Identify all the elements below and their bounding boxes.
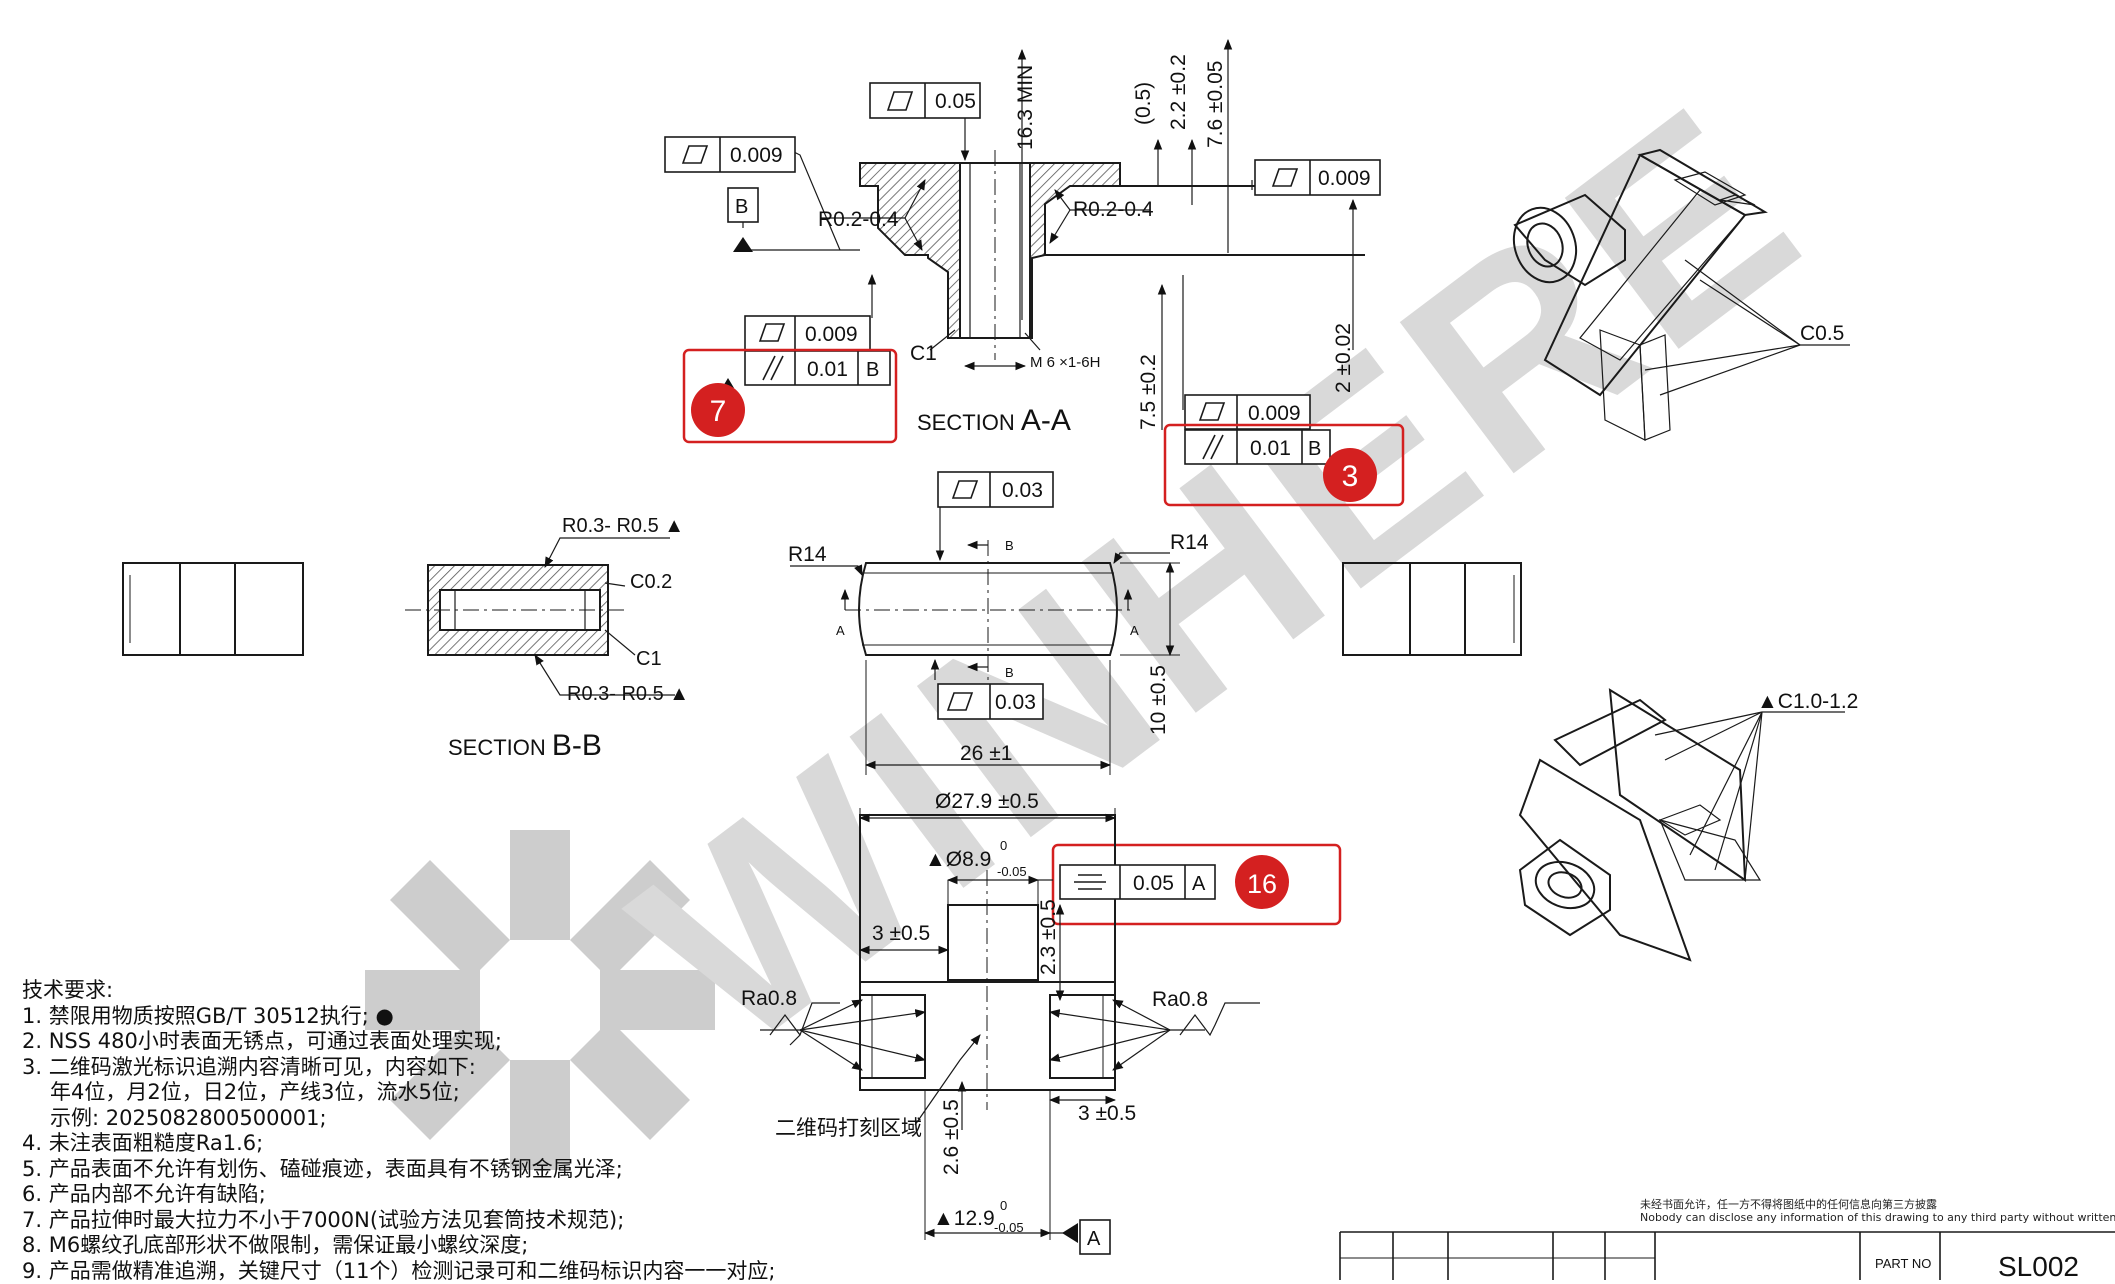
front-height-dim: 10 ±0.5 [1147,665,1170,735]
fcf-parallel-left-datum: B [866,359,879,381]
datum-b-label: B [735,196,748,218]
front-r14-right: R14 [1170,531,1209,554]
iso-view-bottom [1520,690,1845,960]
badge-16: 16 [1247,869,1277,899]
side-view-left [123,563,303,655]
dim-7-6: 7.6 ±0.05 [1204,61,1227,148]
section-aa-body-left [860,163,960,338]
note-line: 6. 产品内部不允许有缺陷; [22,1182,782,1208]
badge-3: 3 [1342,460,1359,493]
front-flat-top-value: 0.03 [1002,479,1043,502]
dim-dia-outer: Ø27.9 ±0.5 [935,790,1039,813]
section-bb-c1: C1 [636,648,662,670]
thread-label: M 6 ×1-6H [1030,354,1100,371]
front-flat-bottom-value: 0.03 [995,691,1036,714]
section-bb-c02: C0.2 [630,571,672,593]
watermark-text: WINHERE [586,47,1853,1107]
part-no-value: SL002 [1998,1251,2079,1280]
technical-requirements: 技术要求: 1. 禁限用物质按照GB/T 30512执行; ● 2. NSS 4… [22,978,782,1284]
ra-right-label: Ra0.8 [1152,988,1208,1011]
fcf-flatness-top-value: 0.05 [935,90,976,113]
note-line: 7. 产品拉伸时最大拉力不小于7000N(试验方法见套筒技术规范); [22,1208,782,1234]
radius-left-label: R0.2-0.4 [818,208,899,231]
fcf-flatness-right-value: 0.009 [1318,167,1371,190]
note-line: 示例: 2025082800500001; [22,1106,782,1132]
confidentiality-disclaimer: 未经书面允许，任一方不得将图纸中的任何信息向第三方披露 Nobody can d… [1640,1198,2110,1224]
note-line: 8. M6螺纹孔底部形状不做限制，需保证最小螺纹深度; [22,1233,782,1259]
disclaimer-cn: 未经书面允许，任一方不得将图纸中的任何信息向第三方披露 [1640,1198,2110,1211]
dim-dia-small: ▲Ø8.9 [925,848,991,871]
datum-a-label: A [1087,1228,1101,1250]
front-cut-a-left: A [836,623,845,638]
fcf-flatness-left-value: 0.009 [730,144,783,167]
section-bb-r-bottom: R0.3- R0.5 ▲ [567,683,689,705]
front-cut-a-right: A [1130,623,1139,638]
dim-2: 2 ±0.02 [1332,323,1355,393]
front-r14-left: R14 [788,543,827,566]
iso-c05-label: C0.5 [1800,322,1844,345]
front-width-dim: 26 ±1 [960,742,1012,765]
front-cut-b-top: B [1005,538,1014,553]
section-bb-r-top: R0.3- R0.5 ▲ [562,515,684,537]
fcf-parallel-right-value: 0.01 [1250,437,1291,460]
note-line: 4. 未注表面粗糙度Ra1.6; [22,1131,782,1157]
disclaimer-en: Nobody can disclose any information of t… [1640,1211,2110,1224]
section-bb-title: SECTION B-B [448,729,602,762]
fcf-flatness-bottom-right-value: 0.009 [1248,402,1301,425]
badge-7: 7 [710,395,727,428]
note-line: 5. 产品表面不允许有划伤、磕碰痕迹，表面具有不锈钢金属光泽; [22,1157,782,1183]
dim-dia-bottom-tol-upper: 0 [1000,1198,1007,1213]
datum-b-triangle [733,237,753,252]
dim-min-depth: 16.3 MIN [1014,65,1037,150]
note-line: 9. 产品需做精准追溯，关键尺寸（11个）检测记录可和二维码标识内容一一对应; [22,1259,782,1284]
fcf-flatness-bottom-left-value: 0.009 [805,323,858,346]
note-line: 年4位，月2位，日2位，产线3位，流水5位; [22,1080,782,1106]
dim-dia-small-tol-lower: -0.05 [997,864,1027,879]
part-no-label: PART NO [1875,1256,1931,1271]
note-line: 3. 二维码激光标识追溯内容清晰可见，内容如下: [22,1055,782,1081]
note-line: 1. 禁限用物质按照GB/T 30512执行; ● [22,1004,782,1030]
datum-a-triangle [1062,1223,1078,1243]
dim-paren: (0.5) [1132,82,1155,125]
section-aa-body-right [1030,163,1120,338]
dim-3-bottom: 3 ±0.5 [1078,1102,1136,1125]
dim-2-2: 2.2 ±0.2 [1167,54,1190,130]
dim-2-6: 2.6 ±0.5 [940,1099,963,1175]
fcf-parallel-left-value: 0.01 [807,358,848,381]
dim-3-top: 3 ±0.5 [872,922,930,945]
front-cut-b-bottom: B [1005,665,1014,680]
dim-dia-small-tol-upper: 0 [1000,838,1007,853]
fcf-parallel-right-datum: B [1308,438,1321,460]
note-line: 2. NSS 480小时表面无锈点，可通过表面处理实现; [22,1029,782,1055]
radius-right-label: R0.2-0.4 [1073,198,1154,221]
chamfer-c1-label: C1 [910,342,937,365]
dim-7-5: 7.5 ±0.2 [1137,354,1160,430]
dim-dia-bottom-tol-lower: -0.05 [994,1220,1024,1235]
dim-dia-bottom: ▲12.9 [933,1207,995,1230]
notes-title: 技术要求: [22,978,782,1004]
fcf-symmetry-value: 0.05 [1133,872,1174,895]
section-bb-view [405,538,675,695]
dim-2-3: 2.3 ±0.5 [1037,899,1060,975]
qr-area-label: 二维码打刻区域 [775,1116,922,1140]
fcf-symmetry-datum: A [1192,873,1206,895]
section-aa-title: SECTION A-A [917,404,1071,437]
iso-c10-label: ▲C1.0-1.2 [1757,690,1858,713]
